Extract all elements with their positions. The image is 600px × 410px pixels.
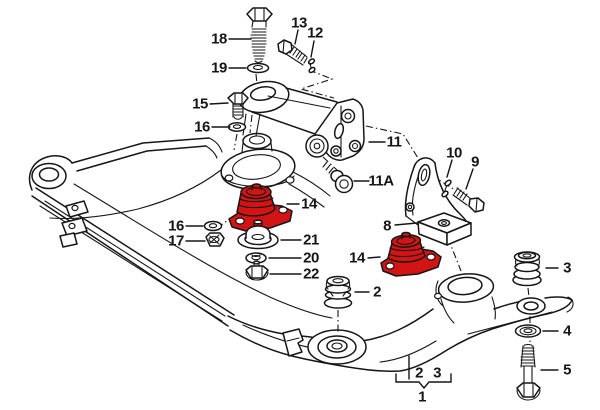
engine-mount-14-right xyxy=(380,231,442,277)
callout-4: 4 xyxy=(563,322,571,340)
callout-17: 17 xyxy=(168,232,184,250)
callout-10: 10 xyxy=(446,144,462,162)
callout-20: 20 xyxy=(303,249,319,267)
callout-15: 15 xyxy=(192,95,208,113)
nut-22 xyxy=(245,260,269,281)
callout-2: 2 xyxy=(373,283,381,301)
callout-13: 13 xyxy=(291,14,307,32)
callout-group-2: 2 xyxy=(415,364,423,382)
subframe xyxy=(28,132,574,372)
bushing-2 xyxy=(323,275,353,309)
callout-8: 8 xyxy=(383,217,391,235)
callout-22: 22 xyxy=(303,265,319,283)
washer-4 xyxy=(514,324,542,338)
washer-20 xyxy=(245,252,267,264)
leader-lines xyxy=(185,29,559,371)
callout-16-lower: 16 xyxy=(168,217,184,235)
washer-19 xyxy=(246,62,270,74)
callout-group-1: 1 xyxy=(418,388,426,406)
callout-19: 19 xyxy=(211,59,227,77)
bolt-13 xyxy=(277,39,308,66)
bolt-5 xyxy=(516,343,541,401)
washer-16-lower xyxy=(203,220,223,232)
cotter-pin-12 xyxy=(307,58,316,74)
callout-9: 9 xyxy=(471,153,479,171)
bolt-11a xyxy=(322,161,354,194)
washer-16-upper xyxy=(227,122,247,132)
engine-mount-14-left xyxy=(228,183,293,232)
callout-18: 18 xyxy=(211,30,227,48)
callout-16-upper: 16 xyxy=(194,118,210,136)
group-bracket xyxy=(395,355,452,390)
cotter-pin-10 xyxy=(441,179,452,198)
callout-11: 11 xyxy=(386,133,402,151)
bolt-9 xyxy=(452,187,485,213)
callout-3: 3 xyxy=(563,259,571,277)
support-bracket-8 xyxy=(404,157,472,246)
bolt-15 xyxy=(227,92,249,120)
callout-14-left: 14 xyxy=(301,195,317,213)
callout-11a: 11A xyxy=(368,172,394,190)
bushing-21 xyxy=(237,219,279,250)
callout-group-3: 3 xyxy=(433,364,441,382)
nut-17 xyxy=(205,232,225,247)
bushing-3 xyxy=(512,251,542,287)
callout-12: 12 xyxy=(307,24,323,42)
callout-5: 5 xyxy=(563,361,571,379)
callout-14-right: 14 xyxy=(349,249,365,267)
callout-21: 21 xyxy=(303,231,319,249)
bolt-18 xyxy=(246,7,273,64)
